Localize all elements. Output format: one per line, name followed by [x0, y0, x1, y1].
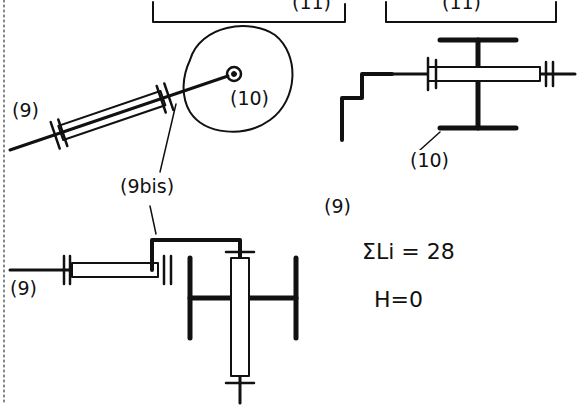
- cam-disc: [184, 26, 293, 132]
- crank: [152, 240, 240, 270]
- collar: [226, 382, 254, 385]
- collar: [63, 256, 66, 284]
- callout-number: H=0: [372, 288, 425, 312]
- margin-line: [4, 0, 5, 405]
- callout-number: (11): [440, 0, 483, 13]
- bearing-tube: [428, 67, 540, 81]
- callout-number: (11): [290, 0, 333, 13]
- bearing-tube: [231, 258, 249, 376]
- callout-number: ΣLi = 28: [360, 240, 457, 264]
- leader-line: [150, 206, 156, 234]
- callout-number: (9): [322, 196, 353, 217]
- leader-line: [420, 132, 440, 150]
- leader-line: [160, 104, 176, 172]
- collar: [226, 251, 254, 254]
- collar: [427, 58, 430, 90]
- callout-number: (9): [8, 278, 39, 299]
- callout-number: (10): [228, 88, 271, 109]
- callout-number: (10): [408, 150, 451, 171]
- callout-number: (9bis): [118, 176, 176, 197]
- crank: [342, 74, 392, 140]
- collar: [435, 60, 438, 88]
- hub: [227, 67, 241, 81]
- collar: [69, 256, 72, 284]
- bearing-tube: [51, 83, 174, 148]
- wheel-web: [476, 40, 481, 128]
- shaft: [10, 76, 228, 150]
- hub: [232, 72, 237, 77]
- bearing-tube: [72, 263, 158, 277]
- collar: [170, 256, 173, 284]
- collar: [163, 256, 166, 284]
- callout-number: (9): [10, 100, 41, 121]
- collar: [552, 62, 555, 86]
- collar: [545, 62, 548, 86]
